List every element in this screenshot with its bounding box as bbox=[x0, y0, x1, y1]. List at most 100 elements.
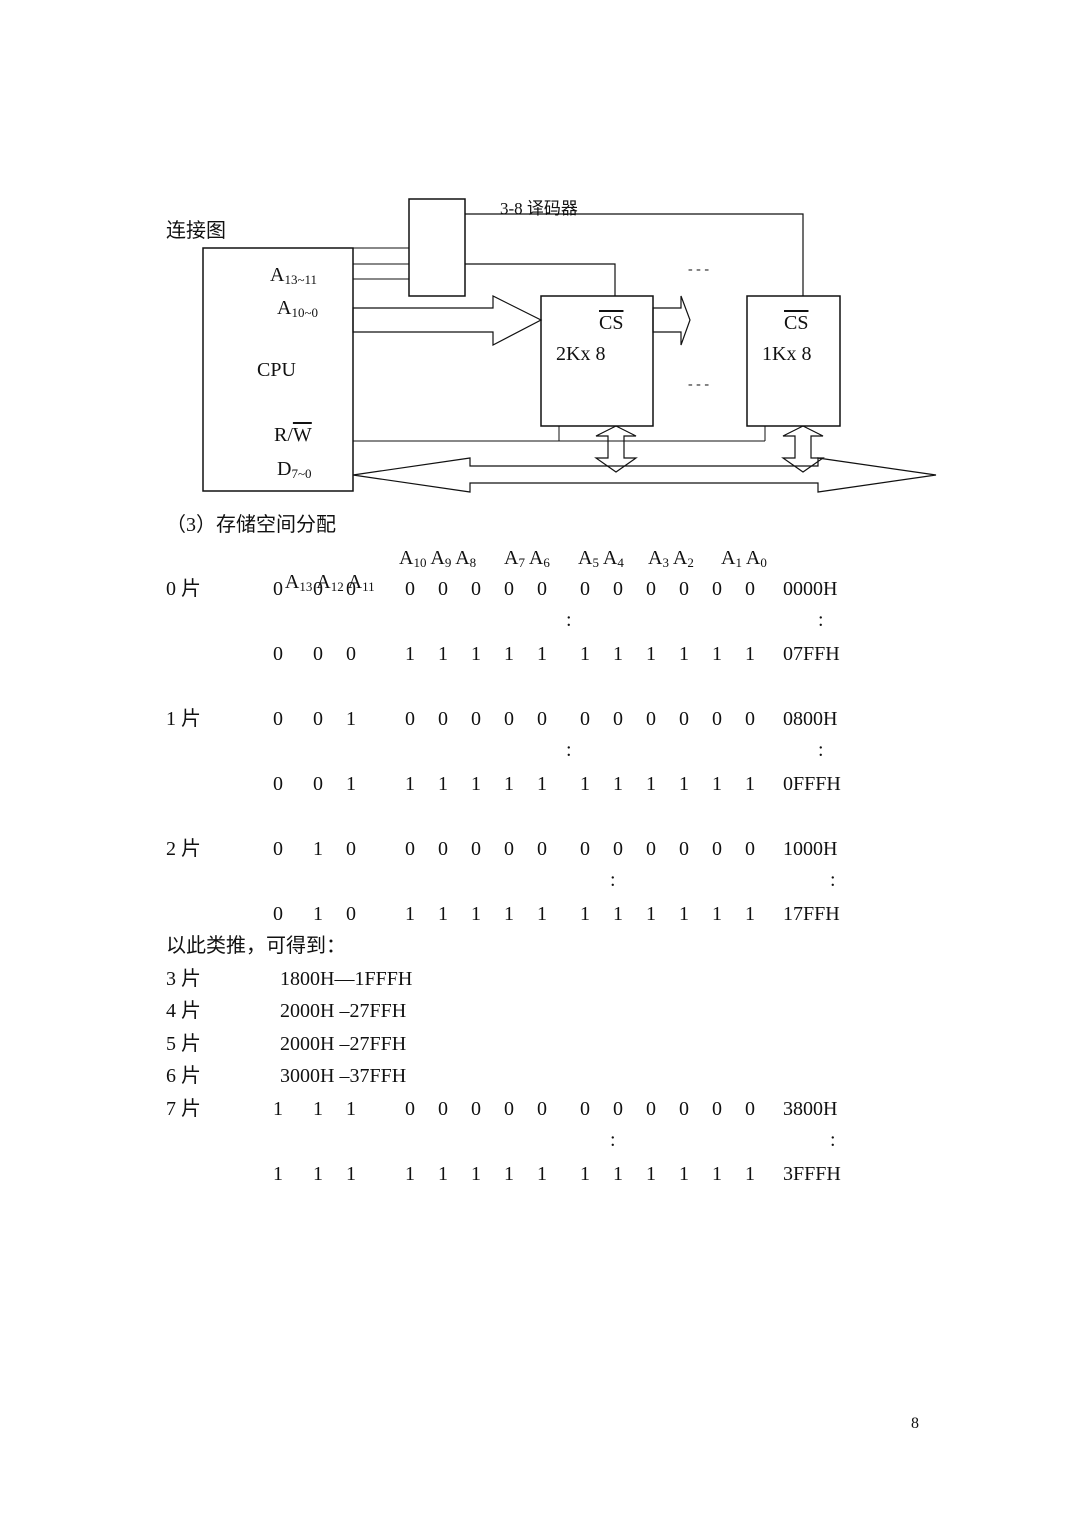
end-row-bit: 1 bbox=[646, 773, 656, 795]
cpu-addr-high: A13~11 bbox=[270, 264, 318, 287]
end-row-bit: 1 bbox=[438, 1163, 448, 1185]
end-row-bit: 0 bbox=[313, 643, 323, 665]
data-bus-arrow bbox=[352, 457, 937, 493]
start-row-bit: 0 bbox=[745, 1098, 755, 1120]
end-row-bit: 1 bbox=[580, 643, 590, 665]
end-row-bit: 1 bbox=[580, 903, 590, 925]
end-row-bit: 1 bbox=[471, 903, 481, 925]
start-row-bit: 0 bbox=[679, 708, 689, 730]
decoder-box bbox=[408, 198, 466, 297]
address-header: A13 A12 A11 bbox=[284, 571, 375, 594]
start-row-bit: 0 bbox=[537, 1098, 547, 1120]
end-row-hex: 0FFFH bbox=[783, 773, 841, 795]
address-header-g6: A1 A0 bbox=[721, 547, 767, 570]
end-row-bit: 1 bbox=[745, 773, 755, 795]
end-row-bit: 1 bbox=[613, 643, 623, 665]
start-row-bit: 0 bbox=[613, 708, 623, 730]
start-row-bit: 0 bbox=[273, 838, 283, 860]
chip-1k-cs: CS bbox=[784, 312, 809, 334]
end-row-hex: 3FFFH bbox=[783, 1163, 841, 1185]
start-row-bit: 0 bbox=[646, 708, 656, 730]
page-number: 8 bbox=[911, 1415, 919, 1432]
start-row-bit: 1 bbox=[273, 1098, 283, 1120]
start-row-bit: 0 bbox=[438, 708, 448, 730]
start-row-bit: 0 bbox=[504, 578, 514, 600]
start-row-bit: 0 bbox=[438, 578, 448, 600]
inference-text: 以此类推，可得到： bbox=[166, 935, 346, 957]
decoder-label: 3-8 译码器 bbox=[500, 199, 578, 218]
end-row-bit: 1 bbox=[646, 1163, 656, 1185]
start-row-bit: 0 bbox=[471, 708, 481, 730]
start-row-bit: 0 bbox=[504, 1098, 514, 1120]
address-header-g2: A10 A9 A8 bbox=[399, 547, 477, 570]
start-row-bit: 0 bbox=[405, 708, 415, 730]
cpu-rw-label: R/W bbox=[274, 424, 312, 446]
start-row-bit: 0 bbox=[646, 1098, 656, 1120]
start-row-bit: 0 bbox=[438, 838, 448, 860]
colon: : bbox=[830, 869, 836, 891]
start-row-bit: 0 bbox=[580, 708, 590, 730]
start-row-bit: 0 bbox=[679, 838, 689, 860]
end-row-bit: 1 bbox=[438, 903, 448, 925]
colon: : bbox=[566, 739, 572, 761]
start-row-bit: 0 bbox=[712, 578, 722, 600]
chip-label: 0 片 bbox=[166, 578, 201, 600]
range-value-4: 2000H –27FFH bbox=[280, 1000, 407, 1022]
cpu-data-label: D7~0 bbox=[277, 458, 312, 481]
end-row-bit: 1 bbox=[580, 1163, 590, 1185]
start-row-bit: 0 bbox=[471, 578, 481, 600]
end-row-bit: 1 bbox=[313, 1163, 323, 1185]
end-row-bit: 1 bbox=[537, 643, 547, 665]
end-row-bit: 1 bbox=[471, 643, 481, 665]
start-row-bit: 0 bbox=[537, 838, 547, 860]
end-row-bit: 1 bbox=[646, 903, 656, 925]
end-row-bit: 1 bbox=[679, 643, 689, 665]
diagram-caption: 连接图 bbox=[166, 220, 226, 242]
end-row-bit: 1 bbox=[438, 643, 448, 665]
end-row-bit: 1 bbox=[405, 903, 415, 925]
chip-label: 7 片 bbox=[166, 1098, 201, 1120]
end-row-bit: 1 bbox=[346, 1163, 356, 1185]
end-row-bit: 0 bbox=[346, 903, 356, 925]
cpu-label: CPU bbox=[257, 359, 296, 381]
start-row-bit: 0 bbox=[438, 1098, 448, 1120]
colon: : bbox=[818, 609, 824, 631]
cpu-addr-low: A10~0 bbox=[277, 297, 318, 320]
end-row-bit: 1 bbox=[679, 773, 689, 795]
end-row-bit: 1 bbox=[504, 903, 514, 925]
end-row-bit: 1 bbox=[405, 643, 415, 665]
chip-label: 2 片 bbox=[166, 838, 201, 860]
chip-2k-label: 2Kx 8 bbox=[556, 343, 606, 365]
end-row-bit: 1 bbox=[646, 643, 656, 665]
start-row-bit: 1 bbox=[346, 1098, 356, 1120]
range-label-6: 6 片 bbox=[166, 1065, 201, 1087]
end-row-bit: 1 bbox=[537, 903, 547, 925]
address-bus-arrow bbox=[352, 295, 543, 346]
end-row-bit: 1 bbox=[405, 1163, 415, 1185]
end-row-bit: 1 bbox=[273, 1163, 283, 1185]
end-row-bit: 1 bbox=[405, 773, 415, 795]
start-row-hex: 3800H bbox=[783, 1098, 838, 1120]
start-row-bit: 0 bbox=[346, 838, 356, 860]
end-row-bit: 0 bbox=[273, 773, 283, 795]
start-row-bit: 0 bbox=[405, 578, 415, 600]
end-row-hex: 07FFH bbox=[783, 643, 840, 665]
range-value-3: 1800H—1FFFH bbox=[280, 968, 413, 990]
colon: : bbox=[610, 1129, 616, 1151]
start-row-bit: 0 bbox=[471, 838, 481, 860]
start-row-bit: 0 bbox=[745, 578, 755, 600]
end-row-bit: 1 bbox=[504, 773, 514, 795]
start-row-hex: 0000H bbox=[783, 578, 838, 600]
end-row-bit: 1 bbox=[346, 773, 356, 795]
start-row-bit: 0 bbox=[405, 1098, 415, 1120]
start-row-bit: 0 bbox=[712, 838, 722, 860]
start-row-bit: 0 bbox=[646, 838, 656, 860]
start-row-bit: 0 bbox=[613, 1098, 623, 1120]
end-row-bit: 1 bbox=[712, 773, 722, 795]
end-row-bit: 1 bbox=[471, 773, 481, 795]
chip-2k-data-arrow bbox=[594, 425, 638, 473]
start-row-bit: 0 bbox=[613, 578, 623, 600]
end-row-bit: 1 bbox=[537, 1163, 547, 1185]
range-value-5: 2000H –27FFH bbox=[280, 1033, 407, 1055]
chip-1k-box bbox=[746, 295, 841, 427]
